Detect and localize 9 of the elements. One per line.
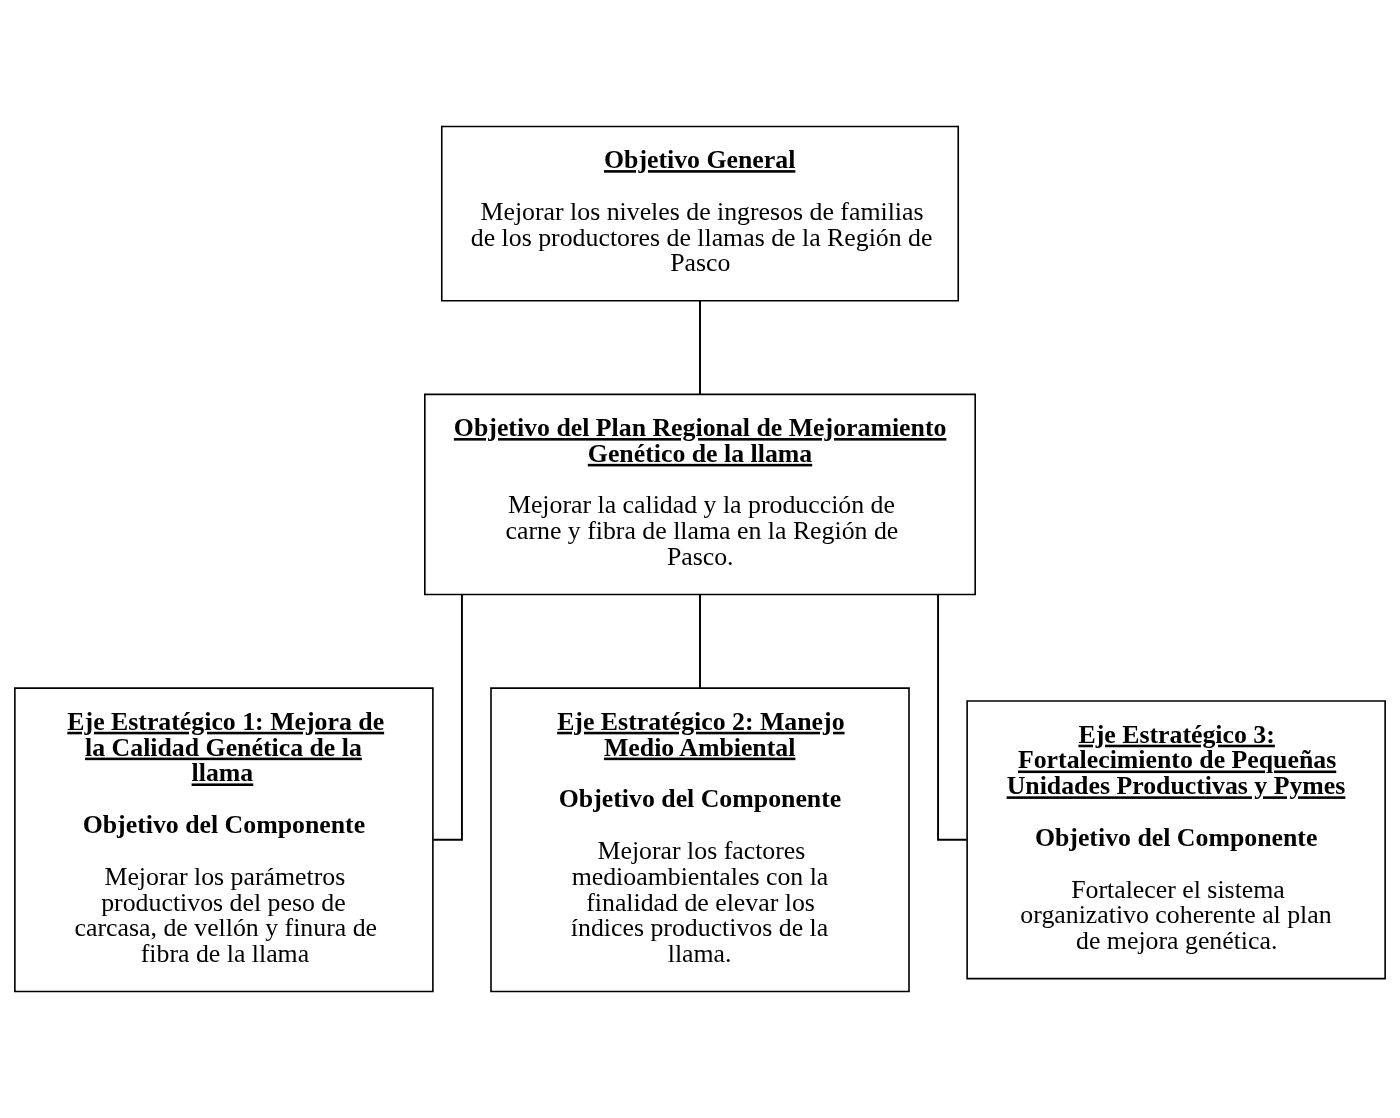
connector (699, 299, 701, 395)
node-box: Eje Estratégico 1: Mejora de la Calidad Genética de la llama Objetivo del Componente Mejorar los parámetros productivos del peso de carcasa, de vellón y finura de fibra de la llama (14, 687, 434, 993)
connector (937, 593, 968, 841)
node-box: Objetivo General Mejorar los niveles de ingresos de familias de los productores de llamas de la Región de Pasco (440, 125, 960, 302)
node-box: Objetivo del Plan Regional de Mejoramiento Genético de la llama Mejorar la calidad y la producción de carne y fibra de llama en la Región de Pasco. (424, 393, 976, 596)
connector (432, 593, 463, 841)
connector (699, 593, 701, 689)
node-box: Eje Estratégico 2: Manejo Medio Ambiental Objetivo del Componente Mejorar los factores medioambientales con la finalidad de elevar los índices productivos de la llama. (490, 687, 910, 993)
node-box: Eje Estratégico 3: Fortalecimiento de Pequeñas Unidades Productivas y Pymes Objetivo del Componente Fortalecer el sistema organizativo coherente al plan de mejora genética. (966, 700, 1386, 980)
